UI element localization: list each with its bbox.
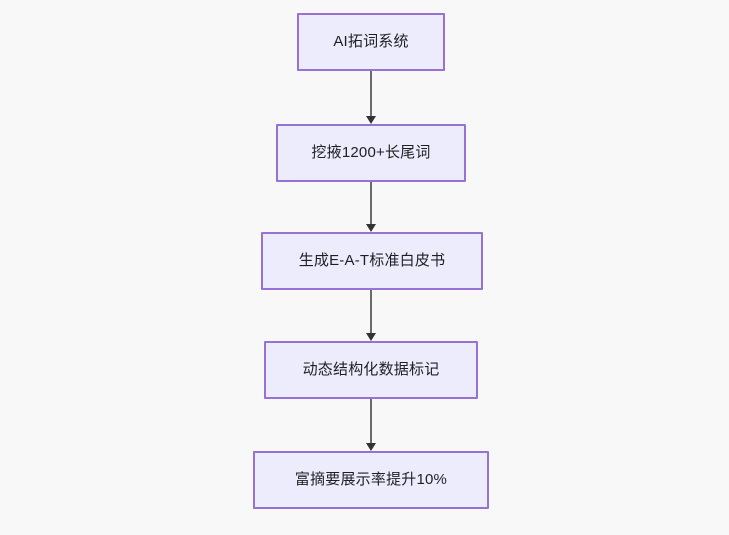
arrow-head-icon	[366, 116, 376, 124]
flow-node-label: 挖掖1200+长尾词	[311, 144, 431, 161]
edge-line	[370, 290, 372, 333]
edge-line	[370, 399, 372, 443]
flow-node-rich-snippet-impression-uplift[interactable]: 富摘要展示率提升10%	[253, 451, 489, 509]
arrow-head-icon	[366, 443, 376, 451]
edge-line	[370, 182, 372, 224]
flow-node-label: 生成E-A-T标准白皮书	[298, 252, 446, 269]
flow-node-label: 动态结构化数据标记	[302, 361, 440, 378]
arrow-head-icon	[366, 333, 376, 341]
flow-node-mine-longtail-keywords[interactable]: 挖掖1200+长尾词	[276, 124, 466, 182]
flow-node-label: AI拓词系统	[333, 33, 409, 50]
flow-node-dynamic-structured-data-markup[interactable]: 动态结构化数据标记	[264, 341, 478, 399]
arrow-head-icon	[366, 224, 376, 232]
flow-node-generate-eat-whitepaper[interactable]: 生成E-A-T标准白皮书	[261, 232, 483, 290]
flow-node-ai-keyword-system[interactable]: AI拓词系统	[297, 13, 445, 71]
flow-node-label: 富摘要展示率提升10%	[294, 471, 448, 488]
edge-line	[370, 71, 372, 116]
